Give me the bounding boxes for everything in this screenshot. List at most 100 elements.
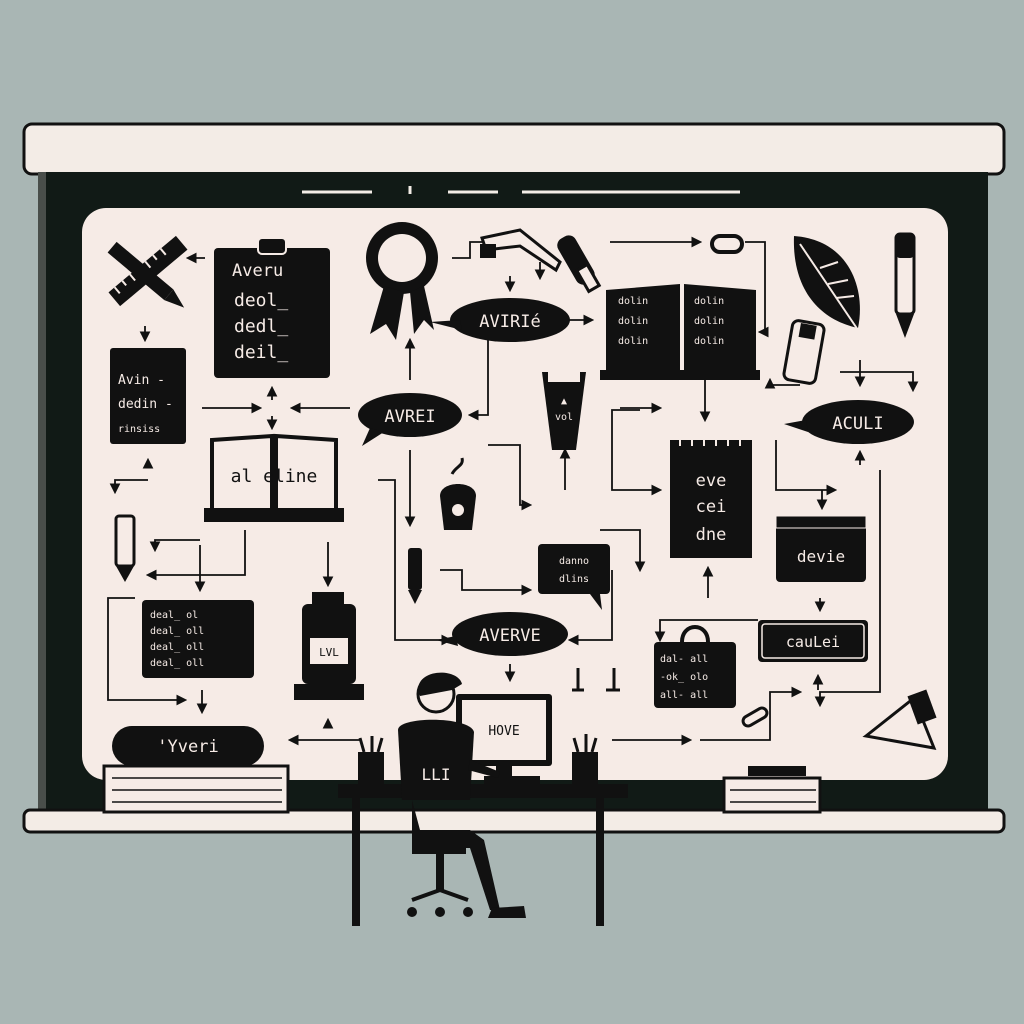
shopping-bag-card: dal- all -ok_ olo all- all [654, 625, 736, 708]
board-top-dashes [302, 186, 740, 194]
tablet-line: deal_ oll [150, 658, 204, 669]
cup-label-line: vol [555, 412, 573, 423]
arrow [775, 440, 838, 496]
small-bubble-line: dlins [559, 574, 589, 585]
arrow [700, 686, 803, 741]
small-bubble-line: danno [559, 556, 589, 567]
left-list-line: Avin - [118, 373, 165, 388]
leaf-icon [793, 236, 860, 331]
monitor: HOVE [456, 694, 552, 784]
arrow [488, 444, 533, 511]
arrow [814, 470, 881, 708]
arrow [654, 619, 758, 643]
open-book-top-card: dolin dolin dolin dolin dolin dolin [600, 284, 760, 380]
arrow [378, 479, 453, 646]
bubble-aculi-text: ACULI [832, 414, 883, 434]
desk-top [338, 784, 628, 798]
usb-drive-icon [782, 319, 826, 385]
award-ribbon-icon [366, 222, 438, 340]
shirt-text: LLI [422, 765, 451, 784]
link-icon [710, 234, 744, 254]
connectors [107, 236, 919, 746]
tablet-left-card: deal_ ol deal_ oll deal_ oll deal_ oll [142, 600, 254, 678]
chair-icon [407, 842, 473, 917]
arrow [109, 479, 148, 495]
pen-icon [894, 232, 916, 338]
caulei-text: cauLei [786, 633, 840, 651]
board-left-edge [38, 172, 46, 812]
book-stack-left [102, 764, 290, 814]
cup-label-line: ▲ [561, 396, 567, 407]
arrow [600, 529, 646, 573]
person-icon: LLI [398, 672, 526, 918]
calendar-card: eve cei dne [670, 436, 752, 558]
bag-line: dal- all [660, 654, 708, 665]
book-stack-right [722, 766, 822, 814]
caulei-card: cauLei [758, 620, 868, 662]
arrow [764, 377, 800, 389]
paperclip-icon [741, 706, 769, 728]
calendar-line: eve [696, 471, 727, 491]
pencil-icon [408, 548, 422, 604]
clipboard-line: dedl_ [234, 316, 288, 337]
arrow [440, 569, 533, 596]
arrow [107, 597, 188, 706]
scroll-card: 'Yveri [112, 726, 264, 766]
crossed-ruler-pencil-icon [107, 235, 188, 308]
bubble-aculi: ACULI [784, 400, 914, 444]
clipboard-line: deil_ [234, 342, 288, 363]
scroll-text: 'Yveri [157, 737, 218, 757]
teapot-icon [440, 457, 476, 530]
book-line: dolin [694, 296, 724, 307]
arrow [745, 241, 769, 338]
marker-icon [557, 235, 602, 294]
bubble-avrei-text: AVREI [384, 407, 435, 427]
printer-screen-text: LVL [319, 646, 339, 659]
pencil-icon [114, 514, 136, 582]
clipboard-card: Averu deol_ dedl_ deil_ [214, 237, 330, 378]
left-list-line: rinsiss [118, 424, 160, 435]
book-line: dolin [694, 336, 724, 347]
pencil-cup-icon [358, 736, 384, 784]
bag-line: all- all [660, 690, 708, 701]
desk-scene: HOVE LLI [338, 672, 628, 926]
arrow [145, 530, 246, 581]
book-line: dolin [618, 336, 648, 347]
clipboard-title: Averu [232, 261, 283, 281]
arrow [567, 570, 613, 646]
calendar-line: cei [696, 497, 727, 517]
bubble-avrei: AVREI [358, 393, 462, 446]
pencil-cup-icon [572, 734, 598, 784]
book-line: dolin [694, 316, 724, 327]
arrow [611, 409, 663, 496]
tablet-line: deal_ oll [150, 626, 204, 637]
bubble-avirie-text: AVIRIé [479, 312, 540, 332]
tablet-line: deal_ ol [150, 610, 198, 621]
stapler-icon [480, 228, 562, 273]
tablet-line: deal_ oll [150, 642, 204, 653]
devie-text: devie [797, 547, 845, 566]
calendar-line: dne [696, 525, 727, 545]
arrow [452, 236, 495, 259]
left-list-line: dedin - [118, 397, 173, 412]
board-bottom-rail [22, 808, 1006, 834]
arrow [149, 539, 200, 553]
arrow [467, 322, 489, 421]
printer-icon: LVL [294, 592, 364, 700]
bubble-averve-text: AVERVE [479, 626, 540, 646]
book-line: dolin [618, 316, 648, 327]
small-figure-icons [572, 668, 620, 692]
open-book-mid-card: al eline [204, 433, 344, 522]
bag-line: -ok_ olo [660, 672, 708, 683]
arrow [840, 371, 919, 393]
small-bubble-card: danno dlins [538, 544, 610, 610]
cup-icon: ▲ vol [542, 372, 586, 450]
board-top-rail [22, 122, 1006, 176]
bubble-avirie: AVIRIé [430, 298, 570, 342]
left-list-card: Avin - dedin - rinsiss [110, 348, 186, 444]
bubble-averve: AVERVE [436, 612, 568, 656]
megaphone-icon [862, 689, 937, 750]
open-book-mid-text: al eline [231, 466, 318, 487]
book-line: dolin [618, 296, 648, 307]
